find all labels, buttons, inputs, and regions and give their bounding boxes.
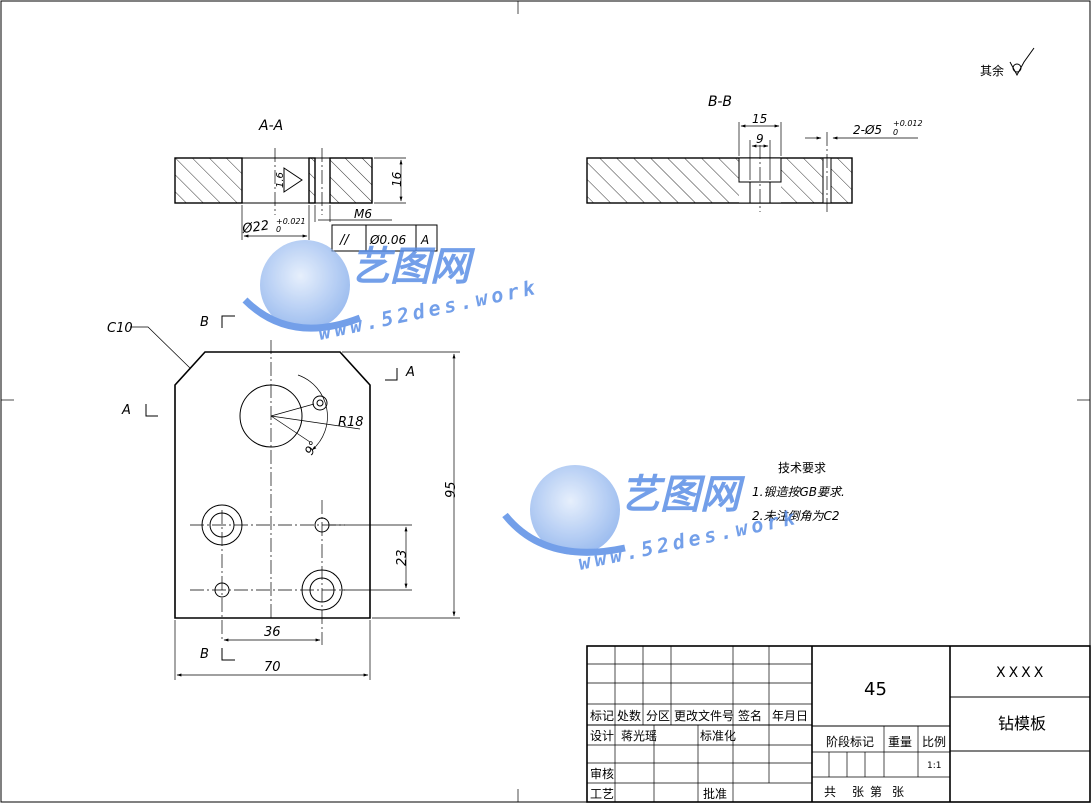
svg-text:0: 0 (893, 128, 898, 137)
thread-callout: M6 (354, 207, 372, 221)
svg-text:年月日: 年月日 (772, 709, 808, 723)
svg-text:A: A (420, 233, 429, 247)
svg-text:工艺: 工艺 (590, 787, 614, 801)
dim-spacing-v: 23 (395, 549, 410, 566)
cut-marker-a-right: A (405, 365, 415, 380)
dim-angle: 9° (302, 439, 321, 458)
section-aa-view: A-A 1.6 16 Ø22 +0.021 0 M6 // (174, 118, 438, 252)
svg-text:张: 张 (852, 785, 864, 799)
svg-text://: // (339, 233, 350, 248)
svg-text:1.锻造按GB要求.: 1.锻造按GB要求. (752, 485, 845, 499)
dim-pin-hole: 2-Ø5 (853, 123, 882, 137)
svg-text:分区: 分区 (646, 709, 670, 723)
svg-text:共: 共 (824, 785, 836, 799)
svg-text:签名: 签名 (738, 708, 762, 723)
section-aa-label: A-A (258, 118, 283, 134)
svg-text:2.未注倒角为C2: 2.未注倒角为C2 (752, 509, 839, 523)
cut-marker-b-top: B (200, 315, 209, 330)
dim-inner: 9 (756, 132, 764, 146)
svg-text:Ø0.06: Ø0.06 (369, 233, 407, 247)
chamfer-callout: C10 (107, 321, 133, 336)
tech-requirements: 技术要求 1.锻造按GB要求. 2.未注倒角为C2 (752, 461, 845, 523)
roughness-note: 其余 (980, 47, 1035, 78)
material: 45 (864, 679, 887, 700)
svg-text:处数: 处数 (617, 708, 641, 723)
title-block: 标记 处数 分区 更改文件号 签名 年月日 设计 蒋光瑶 标准化 审核 工艺 批… (586, 645, 1091, 803)
tolerance-frame: // Ø0.06 A (331, 224, 438, 252)
dim-bore: Ø22 (240, 218, 270, 237)
dim-thickness: 16 (390, 171, 404, 187)
svg-text:0: 0 (276, 225, 281, 234)
roughness-value: 1.6 (275, 172, 286, 188)
svg-text:批准: 批准 (703, 786, 727, 801)
svg-text:张: 张 (892, 785, 904, 799)
svg-text:其余: 其余 (980, 63, 1004, 78)
part-name: 钻模板 (998, 714, 1046, 733)
section-bb-view: B-B 15 9 2-Ø5 +0.012 0 (586, 94, 923, 215)
svg-text:技术要求: 技术要求 (778, 461, 826, 475)
front-view: R18 9° C10 B A A B 95 23 36 70 (107, 315, 460, 680)
svg-text:审核: 审核 (590, 766, 614, 781)
svg-text:更改文件号: 更改文件号 (674, 708, 734, 723)
dim-radius: R18 (338, 415, 364, 430)
cut-marker-a-left: A (121, 403, 131, 418)
watermark-logo-center: 艺图网 www.52des.work (502, 465, 801, 575)
svg-text:艺图网: 艺图网 (350, 244, 476, 290)
svg-text:标记: 标记 (590, 709, 614, 723)
svg-text:重量: 重量 (888, 735, 912, 749)
dim-outer: 15 (752, 112, 767, 126)
svg-text:+0.012: +0.012 (893, 119, 923, 128)
svg-text:第: 第 (870, 785, 882, 799)
section-bb-label: B-B (708, 94, 732, 110)
svg-text:设计: 设计 (590, 729, 614, 743)
svg-text:艺图网: 艺图网 (620, 472, 746, 518)
svg-text:标准化: 标准化 (700, 729, 736, 743)
svg-text:比例: 比例 (922, 735, 946, 749)
company-name: XXXX (996, 665, 1046, 681)
svg-text:蒋光瑶: 蒋光瑶 (621, 729, 657, 743)
cut-marker-b-bottom: B (200, 647, 209, 662)
svg-text:+0.021: +0.021 (276, 217, 306, 226)
svg-text:1:1: 1:1 (927, 761, 941, 771)
dim-height: 95 (444, 481, 459, 498)
dim-spacing-h: 36 (264, 625, 281, 640)
watermark-logo: 艺图网 www.52des.work (242, 240, 541, 345)
svg-text:阶段标记: 阶段标记 (826, 734, 874, 749)
dim-width: 70 (264, 660, 281, 675)
